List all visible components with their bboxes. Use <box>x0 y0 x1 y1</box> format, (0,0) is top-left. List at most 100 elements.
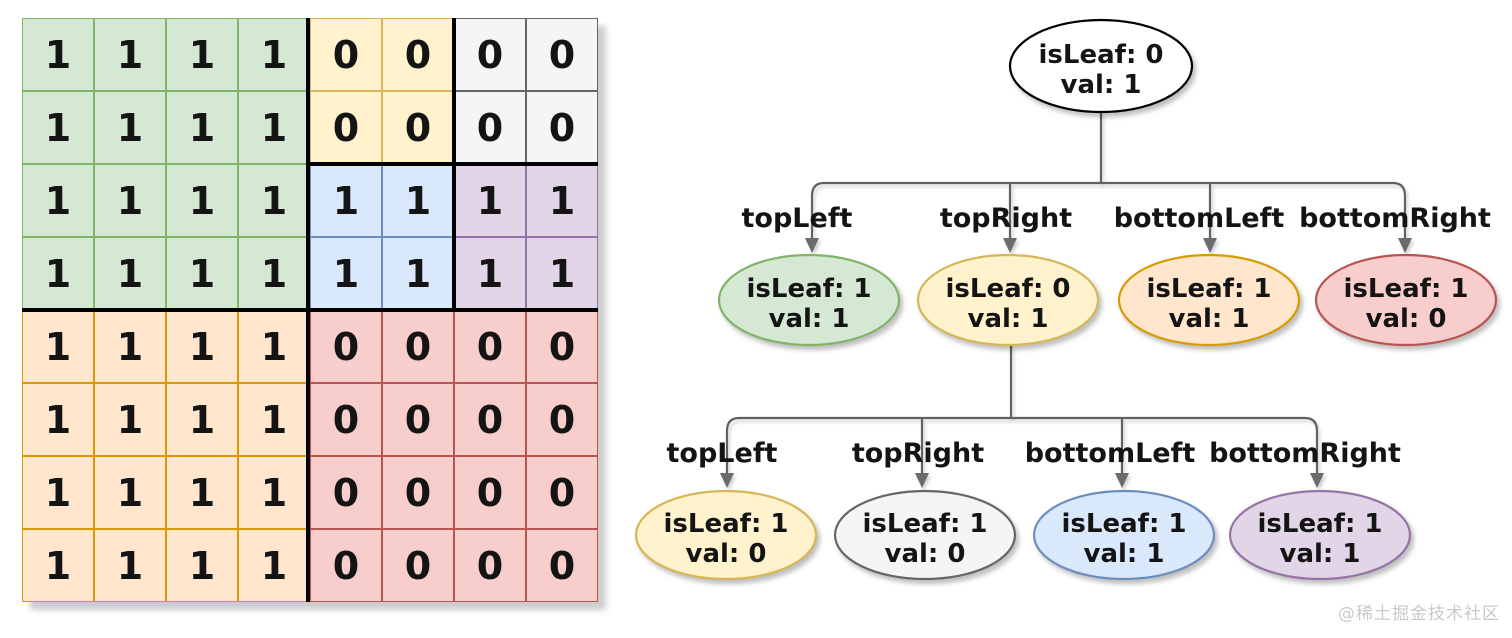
grid-cell: 1 <box>94 18 166 91</box>
grid-cell: 0 <box>526 18 598 91</box>
arrowhead-icon <box>1115 473 1129 488</box>
grid-cell: 0 <box>526 310 598 383</box>
node-l2-bottomright-isleaf: isLeaf: 1 <box>1258 509 1383 539</box>
grid-cell: 1 <box>22 237 94 310</box>
grid-cell: 1 <box>382 237 454 310</box>
grid-cell: 1 <box>94 164 166 237</box>
arrowhead-icon <box>915 473 929 488</box>
edge-label-topright-l1: topRight <box>940 203 1072 234</box>
grid-cell: 1 <box>166 18 238 91</box>
arrowhead-icon <box>1003 238 1017 253</box>
grid-cell: 1 <box>22 383 94 456</box>
grid-cell: 1 <box>94 456 166 529</box>
tree-connectors <box>720 112 1412 488</box>
grid-cell: 1 <box>22 18 94 91</box>
grid-cell: 0 <box>454 18 526 91</box>
connector-level2-bus <box>725 416 1319 475</box>
edge-label-topleft-l2: topLeft <box>667 438 778 469</box>
grid-cell: 1 <box>22 91 94 164</box>
grid-cell: 1 <box>94 383 166 456</box>
grid-cell: 1 <box>310 237 382 310</box>
node-l2-bottomleft-val: val: 1 <box>1084 539 1165 569</box>
watermark: @稀土掘金技术社区 <box>1338 604 1500 624</box>
grid-cell: 0 <box>310 18 382 91</box>
grid-cell: 0 <box>382 383 454 456</box>
node-root-ellipse <box>1008 18 1194 114</box>
grid-cell: 1 <box>238 237 310 310</box>
grid-cell: 1 <box>166 529 238 602</box>
node-l1-bottomright-isleaf: isLeaf: 1 <box>1344 274 1469 304</box>
grid-cell: 0 <box>526 383 598 456</box>
grid-cell: 1 <box>238 529 310 602</box>
grid-cell: 1 <box>22 529 94 602</box>
node-l1-bottomleft-val: val: 1 <box>1169 304 1250 334</box>
arrowhead-icon <box>1203 238 1217 253</box>
grid-cell: 0 <box>526 91 598 164</box>
grid-cell: 0 <box>526 529 598 602</box>
edge-label-bottomleft-l1: bottomLeft <box>1114 203 1285 234</box>
node-l1-bottomright-val: val: 0 <box>1366 304 1447 334</box>
node-l1-bottomright-ellipse <box>1314 253 1498 347</box>
edge-label-topright-l2: topRight <box>852 438 984 469</box>
grid-cell: 1 <box>238 456 310 529</box>
node-l2-topright-ellipse <box>833 489 1017 581</box>
arrowhead-icon <box>1398 238 1412 253</box>
grid-cell: 1 <box>166 237 238 310</box>
node-l1-topright-ellipse <box>916 253 1100 347</box>
grid-cell: 1 <box>166 164 238 237</box>
grid-cell: 1 <box>94 310 166 383</box>
grid-cell: 0 <box>454 310 526 383</box>
grid-cell: 1 <box>166 310 238 383</box>
grid-cell: 0 <box>310 529 382 602</box>
node-root-isleaf: isLeaf: 0 <box>1039 40 1164 70</box>
edge-labels: topLeft topRight bottomLeft bottomRight … <box>667 203 1492 469</box>
node-l2-topright-isleaf: isLeaf: 1 <box>863 509 988 539</box>
node-l1-bottomleft-isleaf: isLeaf: 1 <box>1147 274 1272 304</box>
node-l1-topleft-isleaf: isLeaf: 1 <box>747 274 872 304</box>
grid-cell: 1 <box>526 164 598 237</box>
grid-cell: 1 <box>454 164 526 237</box>
arrowhead-icon <box>1310 473 1324 488</box>
node-l1-bottomleft-ellipse <box>1117 253 1301 347</box>
node-l1-topright-isleaf: isLeaf: 0 <box>946 274 1071 304</box>
grid-cell: 1 <box>166 456 238 529</box>
edge-label-bottomright-l2: bottomRight <box>1209 438 1401 469</box>
grid-cell: 0 <box>382 529 454 602</box>
node-l2-bottomleft-ellipse <box>1032 489 1216 581</box>
arrowhead-icon <box>720 473 734 488</box>
grid-cell: 0 <box>454 529 526 602</box>
grid-cell: 1 <box>382 164 454 237</box>
arrowhead-icon <box>805 238 819 253</box>
node-l2-bottomleft-isleaf: isLeaf: 1 <box>1062 509 1187 539</box>
grid-cell: 1 <box>526 237 598 310</box>
grid-cell: 1 <box>238 18 310 91</box>
grid-cell: 1 <box>22 164 94 237</box>
node-l1-topleft-val: val: 1 <box>769 304 850 334</box>
connector-level1-bus <box>810 181 1407 240</box>
grid-cell: 0 <box>454 456 526 529</box>
grid-cell: 1 <box>454 237 526 310</box>
edge-label-bottomright-l1: bottomRight <box>1299 203 1491 234</box>
quadrant-divider-horizontal-sub <box>308 162 598 166</box>
grid-cell: 1 <box>94 91 166 164</box>
grid-cell: 0 <box>382 456 454 529</box>
grid-cell: 0 <box>310 383 382 456</box>
grid-cell: 1 <box>94 237 166 310</box>
node-l2-topleft-val: val: 0 <box>686 539 767 569</box>
quadrant-divider-horizontal-main <box>22 308 598 312</box>
node-l1-topright-val: val: 1 <box>968 304 1049 334</box>
node-root-val: val: 1 <box>1061 70 1142 100</box>
node-l2-topleft-ellipse <box>634 489 818 581</box>
grid-cell: 1 <box>166 91 238 164</box>
grid-cell: 1 <box>22 456 94 529</box>
node-l1-topleft-ellipse <box>717 253 901 347</box>
grid-cell: 0 <box>454 91 526 164</box>
grid-cell: 1 <box>166 383 238 456</box>
grid-cell: 1 <box>238 164 310 237</box>
grid-cell: 0 <box>310 456 382 529</box>
node-l2-bottomright-ellipse <box>1228 489 1412 581</box>
edge-label-bottomleft-l2: bottomLeft <box>1025 438 1196 469</box>
